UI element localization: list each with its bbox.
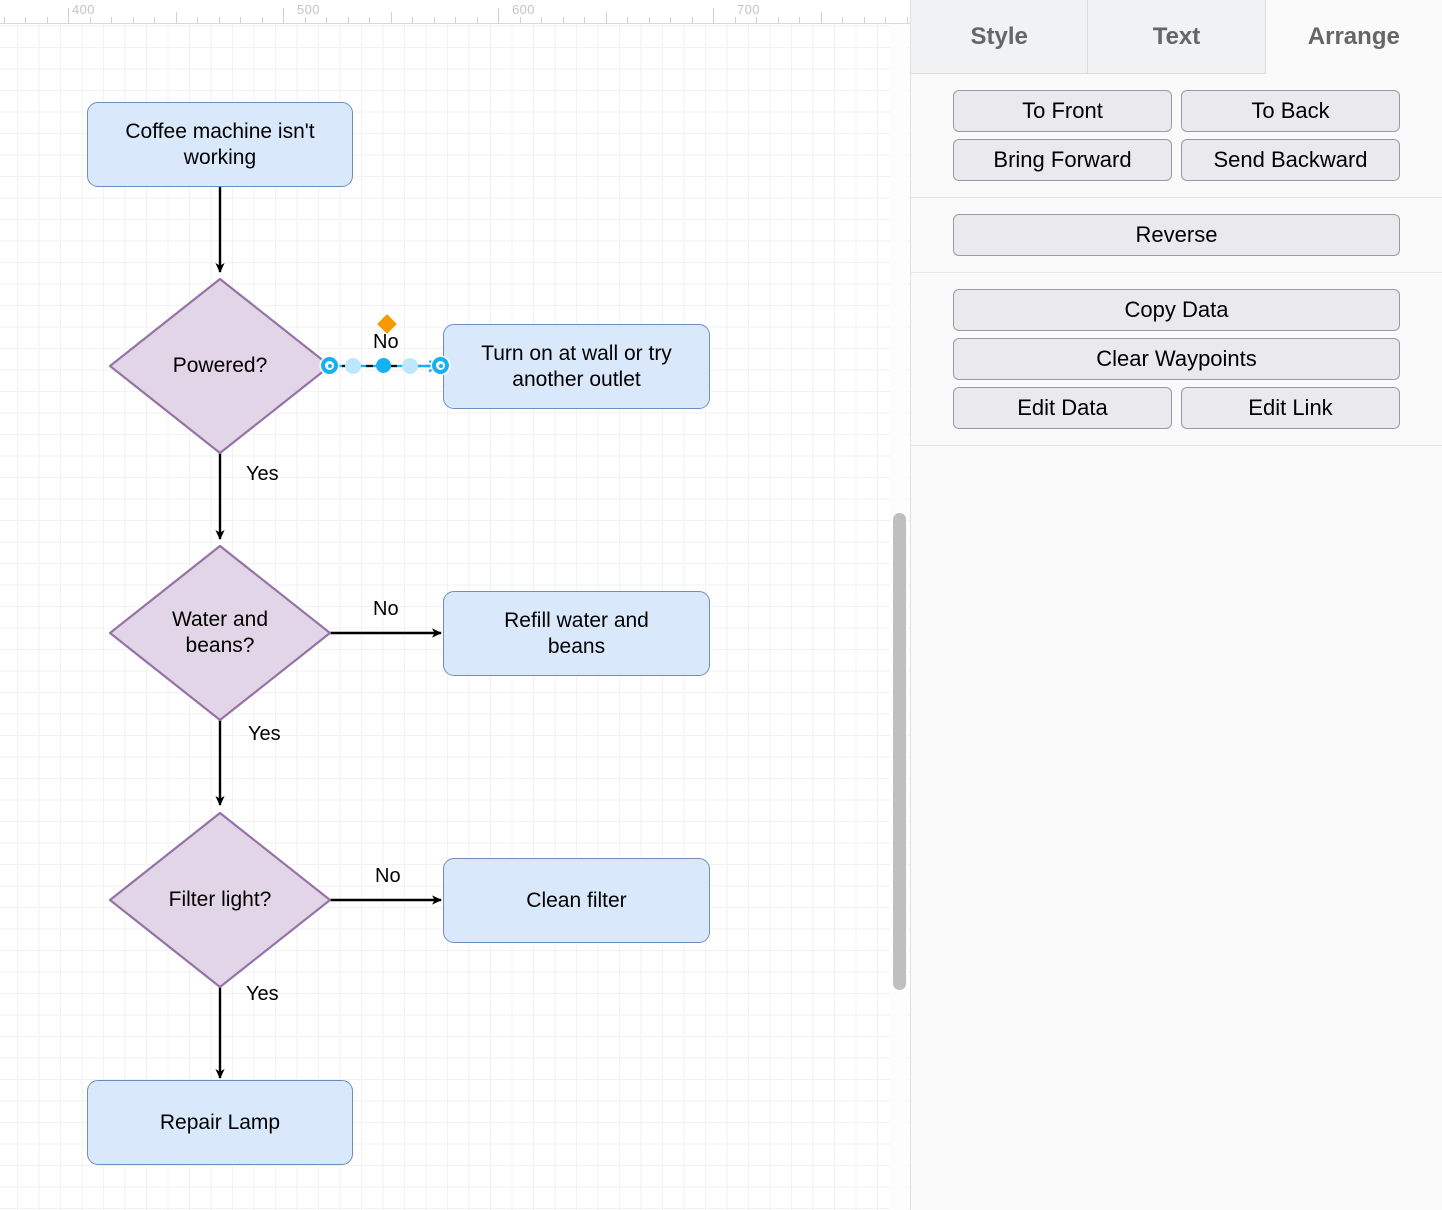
canvas-vertical-scrollbar[interactable] (890, 23, 908, 1210)
edge-label-filter-yes[interactable]: Yes (246, 983, 279, 1005)
ruler-major-tick (283, 8, 284, 23)
node-start-label: Coffee machine isn't working (125, 119, 315, 169)
ruler-minor-tick (799, 17, 800, 23)
order-row-1: To Front To Back (953, 90, 1400, 132)
node-outlet[interactable]: Turn on at wall or try another outlet (443, 324, 710, 409)
ruler-minor-tick (670, 17, 671, 23)
ruler-minor-tick (476, 17, 478, 23)
edge-label-filter-no[interactable]: No (375, 865, 401, 887)
clear-waypoints-row: Clear Waypoints (953, 338, 1400, 380)
copy-data-button[interactable]: Copy Data (953, 289, 1400, 331)
bring-forward-button[interactable]: Bring Forward (953, 139, 1172, 181)
ruler-major-tick (498, 8, 499, 23)
node-repair-label: Repair Lamp (159, 1110, 281, 1134)
ruler-minor-tick (734, 17, 736, 23)
ruler-minor-tick (519, 17, 521, 23)
ruler-minor-tick (347, 17, 349, 23)
ruler-minor-tick (89, 17, 91, 23)
ruler-major-tick (68, 8, 69, 23)
ruler-minor-tick (261, 17, 263, 23)
ruler-minor-tick (455, 17, 456, 23)
arrange-order-section: To Front To Back Bring Forward Send Back… (911, 74, 1442, 198)
ruler-minor-tick (175, 12, 177, 23)
order-row-2: Bring Forward Send Backward (953, 139, 1400, 181)
ruler-major-tick (713, 8, 714, 23)
ruler-minor-tick (218, 17, 220, 23)
node-refill[interactable]: Refill water and beans (443, 591, 710, 676)
ruler-minor-tick (111, 17, 112, 23)
format-panel: Style Text Arrange To Front To Back Brin… (910, 0, 1442, 1210)
node-repair[interactable]: Repair Lamp (87, 1080, 353, 1165)
tab-arrange[interactable]: Arrange (1265, 0, 1442, 74)
edge-target-endpoint-handle[interactable] (432, 357, 449, 374)
tab-style[interactable]: Style (911, 0, 1089, 74)
edge-label-water-no[interactable]: No (373, 598, 399, 620)
ruler-label: 400 (72, 2, 95, 17)
ruler-minor-tick (132, 17, 134, 23)
ruler-minor-tick (777, 17, 779, 23)
ruler-minor-tick (906, 17, 908, 23)
ruler-minor-tick (820, 12, 822, 23)
ruler-minor-tick (197, 17, 198, 23)
ruler-minor-tick (154, 17, 155, 23)
edit-row: Edit Data Edit Link (953, 387, 1400, 429)
ruler-label: 500 (297, 2, 320, 17)
format-panel-tabs: Style Text Arrange (911, 0, 1442, 74)
ruler-minor-tick (3, 17, 5, 23)
node-outlet-label: Turn on at wall or try another outlet (481, 341, 672, 391)
ruler-minor-tick (46, 17, 48, 23)
edge-midpoint-handle[interactable] (376, 358, 391, 373)
arrange-edge-section: Reverse (911, 198, 1442, 273)
ruler-minor-tick (756, 17, 757, 23)
ruler-minor-tick (627, 17, 628, 23)
to-front-button[interactable]: To Front (953, 90, 1172, 132)
edge-label-powered-no[interactable]: No (373, 331, 399, 353)
ruler-minor-tick (541, 17, 542, 23)
edge-source-endpoint-handle[interactable] (321, 357, 338, 374)
ruler-minor-tick (412, 17, 413, 23)
ruler-minor-tick (562, 17, 564, 23)
arrange-data-section: Copy Data Clear Waypoints Edit Data Edit… (911, 273, 1442, 446)
ruler-label: 600 (512, 2, 535, 17)
edge-label-powered-yes[interactable]: Yes (246, 463, 279, 485)
ruler-minor-tick (885, 17, 886, 23)
ruler-minor-tick (433, 17, 435, 23)
to-back-button[interactable]: To Back (1181, 90, 1400, 132)
ruler-minor-tick (369, 17, 370, 23)
ruler-minor-tick (390, 12, 392, 23)
edit-data-button[interactable]: Edit Data (953, 387, 1172, 429)
ruler-minor-tick (25, 17, 26, 23)
reverse-button[interactable]: Reverse (953, 214, 1400, 256)
node-start[interactable]: Coffee machine isn't working (87, 102, 353, 187)
edge-label-water-yes[interactable]: Yes (248, 723, 281, 745)
copy-data-row: Copy Data (953, 289, 1400, 331)
horizontal-ruler[interactable]: 400 500 600 700 (0, 0, 910, 24)
edge-virtual-waypoint-handle-left[interactable] (345, 358, 361, 374)
tab-text[interactable]: Text (1088, 0, 1266, 74)
ruler-minor-tick (584, 17, 585, 23)
reverse-row: Reverse (953, 214, 1400, 256)
ruler-minor-tick (691, 17, 693, 23)
ruler-minor-tick (648, 17, 650, 23)
ruler-minor-tick (304, 17, 306, 23)
diagram-canvas[interactable]: Coffee machine isn't working Turn on at … (0, 0, 910, 1210)
edge-virtual-waypoint-handle-right[interactable] (402, 358, 418, 374)
node-clean-label: Clean filter (526, 888, 627, 912)
node-refill-label: Refill water and beans (504, 608, 649, 658)
ruler-minor-tick (240, 17, 241, 23)
ruler-label: 700 (737, 2, 760, 17)
send-backward-button[interactable]: Send Backward (1181, 139, 1400, 181)
node-clean[interactable]: Clean filter (443, 858, 710, 943)
edit-link-button[interactable]: Edit Link (1181, 387, 1400, 429)
ruler-minor-tick (326, 17, 327, 23)
canvas-vertical-scrollbar-thumb[interactable] (893, 513, 906, 990)
ruler-minor-tick (842, 17, 843, 23)
clear-waypoints-button[interactable]: Clear Waypoints (953, 338, 1400, 380)
ruler-minor-tick (863, 17, 865, 23)
ruler-minor-tick (605, 12, 607, 23)
